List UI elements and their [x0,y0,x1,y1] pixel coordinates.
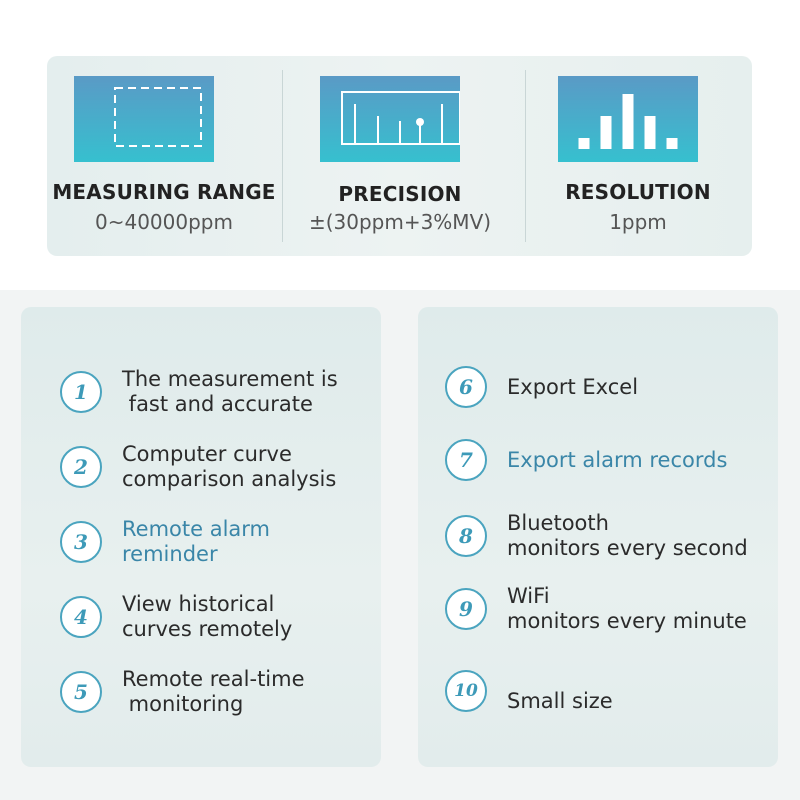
feature-line: monitors every minute [507,609,747,633]
spec-value: 1ppm [609,210,667,234]
feature-item: 4 View historical curves remotely [60,592,292,642]
spec-divider [525,70,526,242]
number-badge: 1 [60,371,102,413]
number-badge: 8 [445,515,487,557]
feature-item: 8 Bluetooth monitors every second [445,511,748,561]
feature-text: Remote real-time monitoring [122,667,305,717]
spec-resolution: RESOLUTION 1ppm [526,56,752,256]
spec-measuring-range: MEASURING RANGE 0~40000ppm [47,56,282,256]
feature-item: 9 WiFi monitors every minute [445,584,747,634]
number-badge: 7 [445,439,487,481]
feature-text: Small size [507,689,613,713]
feature-line: reminder [122,542,218,566]
feature-line: Bluetooth [507,511,609,535]
feature-line: Remote alarm [122,517,270,541]
feature-text: View historical curves remotely [122,592,292,642]
pixel-triangle-icon [578,94,678,149]
spec-banner [74,76,214,162]
feature-line: fast and accurate [122,392,313,416]
feature-text: WiFi monitors every minute [507,584,747,634]
spec-divider [282,70,283,242]
spec-title: MEASURING RANGE [52,180,276,204]
spec-title: PRECISION [338,182,462,206]
feature-text: Export Excel [507,374,639,399]
feature-line: View historical [122,592,275,616]
number-badge: 3 [60,521,102,563]
number-badge: 9 [445,588,487,630]
features-card-left: 1 The measurement is fast and accurate 2… [21,307,381,767]
feature-item: 10 Small size [445,667,613,714]
number-badge: 5 [60,671,102,713]
spec-banner [558,76,698,162]
feature-line: WiFi [507,584,550,608]
feature-item: 7 Export alarm records [445,439,727,481]
number-badge: 10 [445,669,487,712]
spec-value: ±(30ppm+3%MV) [308,210,492,234]
features-card-right: 6 Export Excel 7 Export alarm records 8 … [418,307,778,767]
spec-precision: PRECISION ±(30ppm+3%MV) [283,56,517,256]
dashed-frame-icon [114,87,202,147]
spec-title: RESOLUTION [565,180,711,204]
feature-line: curves remotely [122,617,293,641]
spec-value: 0~40000ppm [95,210,233,234]
feature-text: Computer curve comparison analysis [122,442,336,492]
feature-text: Remote alarm reminder [122,517,270,567]
feature-text: Bluetooth monitors every second [507,511,748,561]
feature-item: 5 Remote real-time monitoring [60,667,305,717]
feature-text: Export alarm records [507,447,728,472]
number-badge: 6 [445,366,487,408]
feature-item: 3 Remote alarm reminder [60,517,270,567]
feature-line: Computer curve [122,442,292,466]
feature-text: The measurement is fast and accurate [122,367,338,417]
feature-line: monitors every second [507,536,748,560]
feature-line: Remote real-time [122,667,305,691]
feature-line: comparison analysis [122,467,337,491]
number-badge: 2 [60,446,102,488]
spec-banner [320,76,461,162]
ruler-scale-icon [341,91,461,145]
feature-item: 2 Computer curve comparison analysis [60,442,336,492]
specs-card: MEASURING RANGE 0~40000ppm PRECISION ±(3… [47,56,752,256]
feature-item: 6 Export Excel [445,366,638,408]
feature-line: monitoring [122,692,244,716]
feature-item: 1 The measurement is fast and accurate [60,367,338,417]
number-badge: 4 [60,596,102,638]
feature-line: The measurement is [122,367,338,391]
